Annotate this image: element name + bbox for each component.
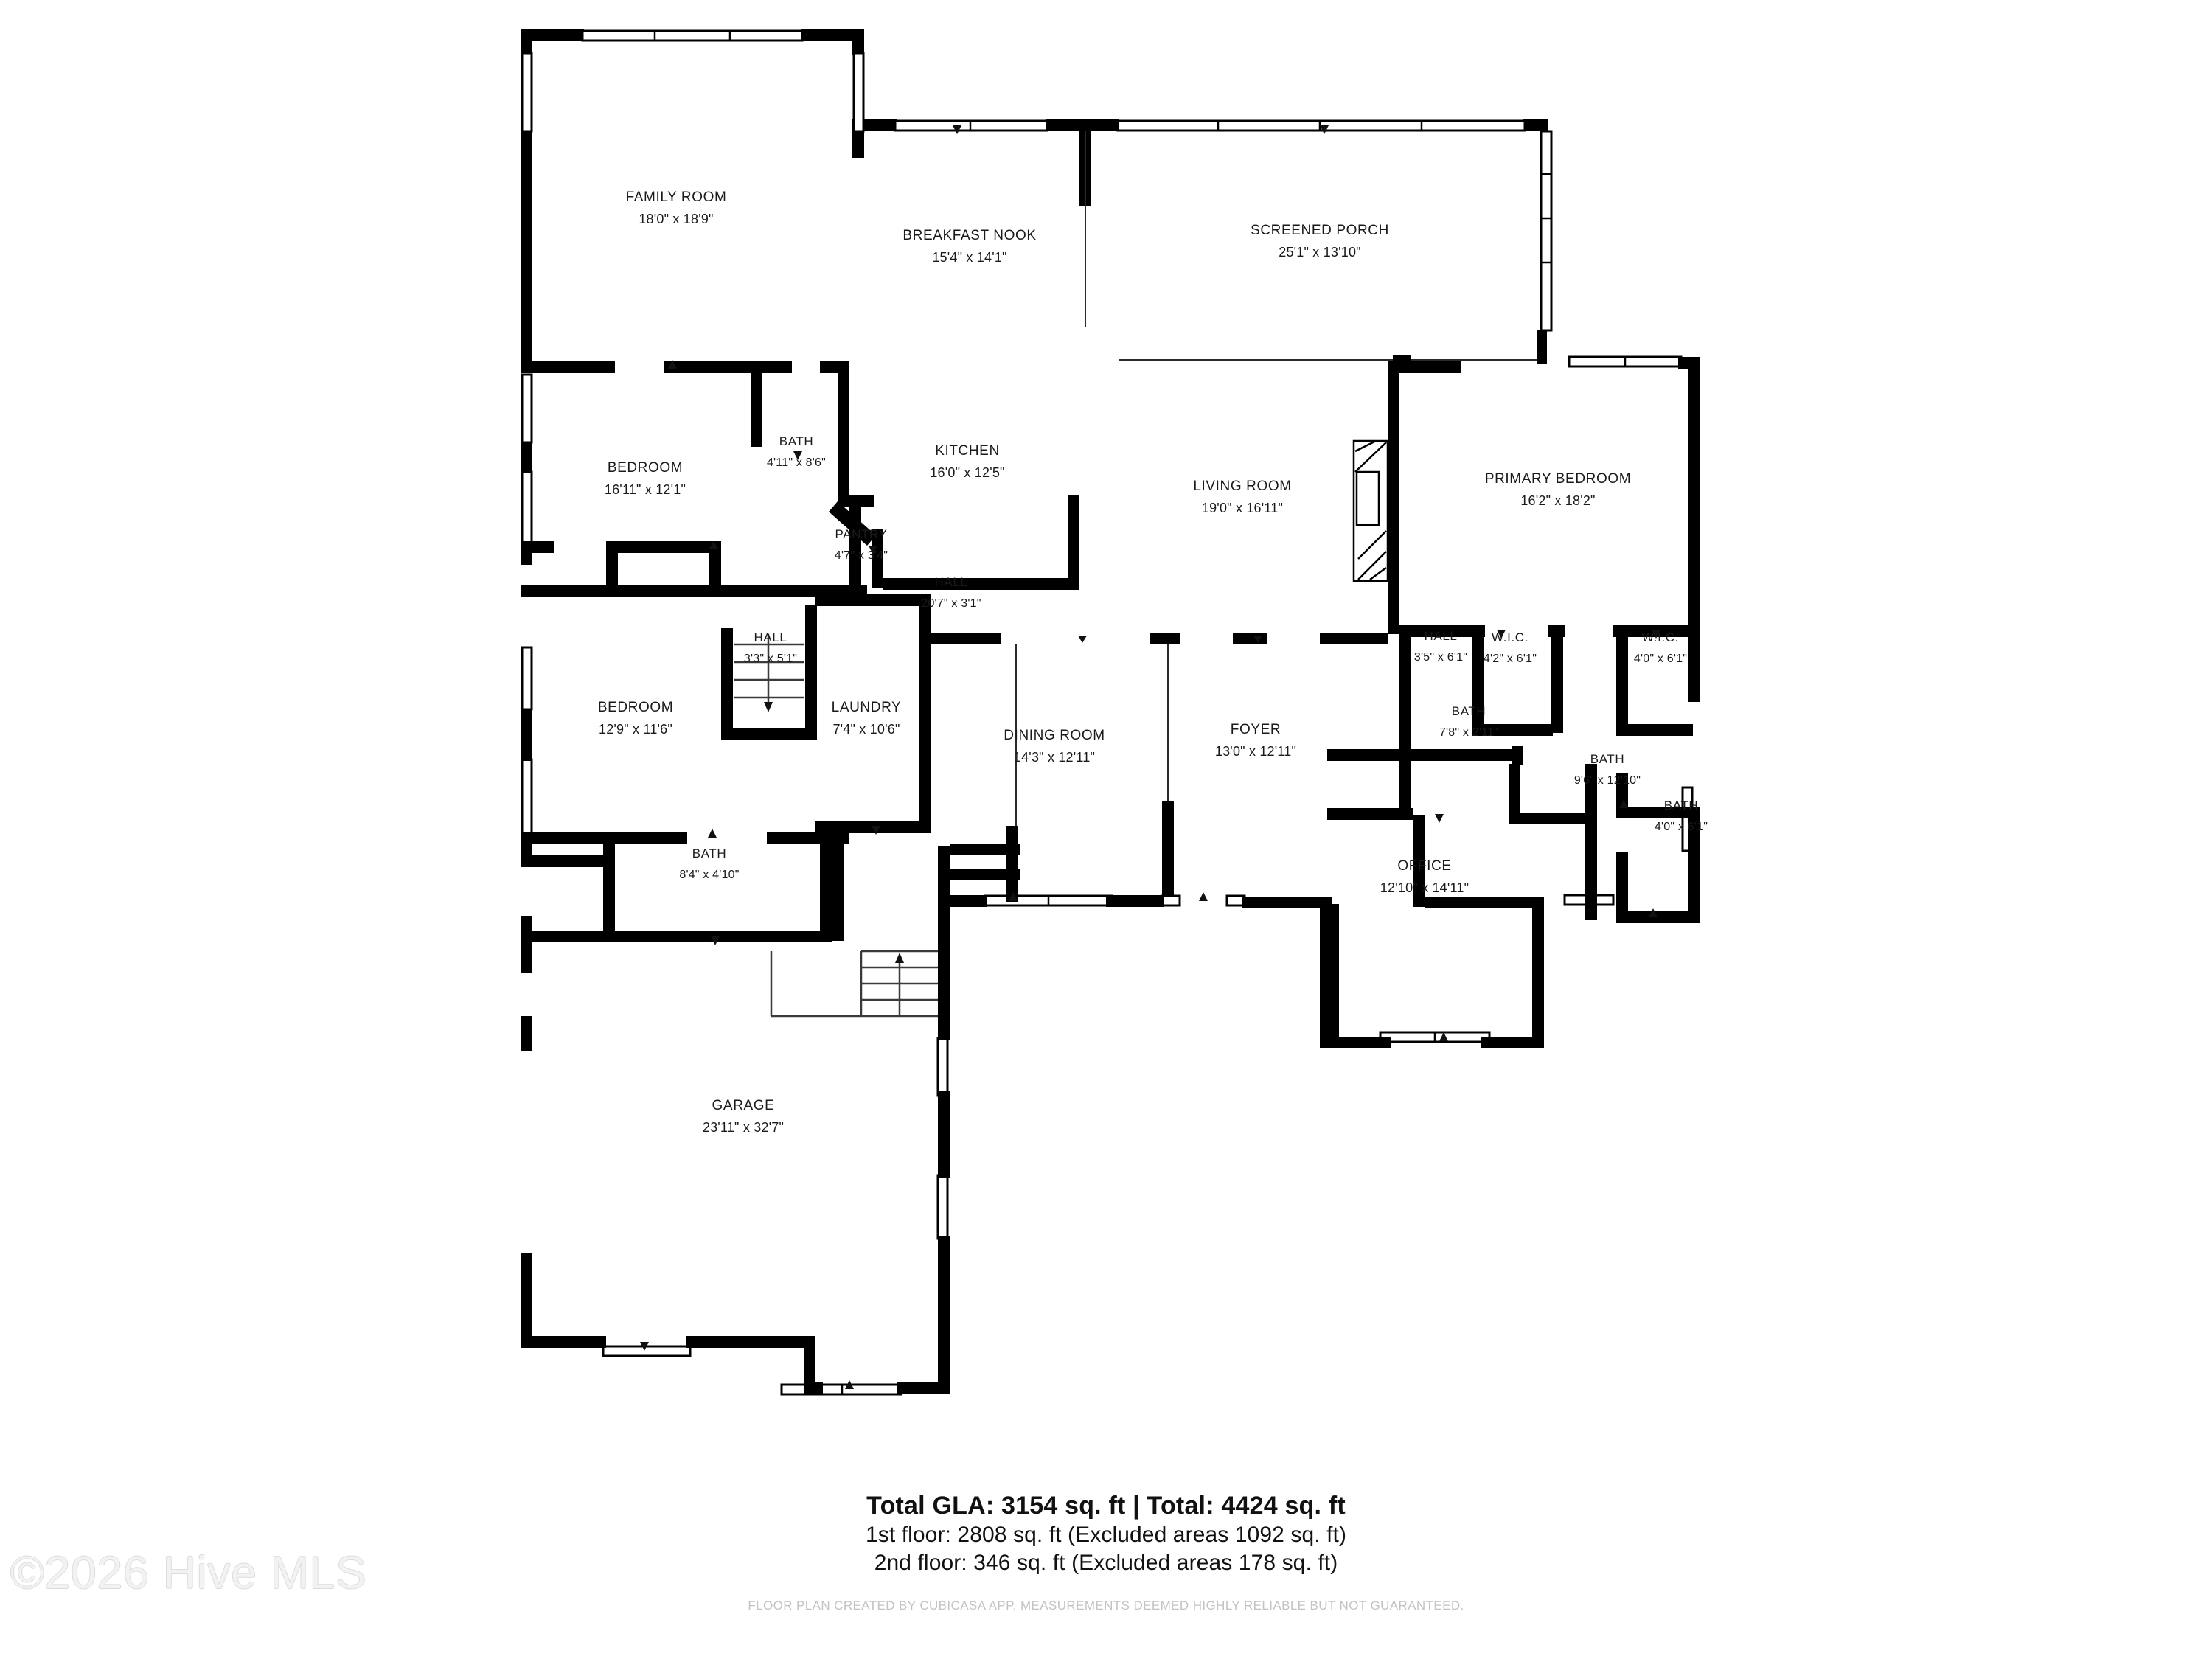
room-name: OFFICE <box>1397 858 1451 874</box>
room-label-kitchen: KITCHEN 16'0" x 12'5" <box>930 443 1004 480</box>
room-dimension: 7'4" x 10'6" <box>832 722 900 737</box>
room-dimension: 3'3" x 5'1" <box>744 653 797 665</box>
room-label-hall-primary: HALL 3'5" x 6'1" <box>1414 629 1467 664</box>
room-label-hall-stair: HALL 3'3" x 5'1" <box>744 630 797 665</box>
room-name: FOYER <box>1231 722 1281 737</box>
room-label-foyer: FOYER 13'0" x 12'11" <box>1215 722 1296 759</box>
room-name: PRIMARY BEDROOM <box>1485 471 1631 487</box>
room-label-wic-left: W.I.C. 4'2" x 6'1" <box>1484 630 1537 665</box>
room-label-dining-room: DINING ROOM 14'3" x 12'11" <box>1004 728 1105 765</box>
staircase-garage <box>770 950 938 1018</box>
room-label-laundry: LAUNDRY 7'4" x 10'6" <box>832 700 902 737</box>
room-name: W.I.C. <box>1492 630 1528 644</box>
room-label-bath-primary: BATH 9'6" x 12'10" <box>1574 752 1641 787</box>
room-dimension: 12'10" x 14'11" <box>1380 880 1469 895</box>
room-name: LAUNDRY <box>832 700 902 715</box>
room-name: BATH <box>1664 799 1698 813</box>
room-dimension: 9'6" x 12'10" <box>1574 774 1641 787</box>
room-dimension: 16'0" x 12'5" <box>930 465 1004 480</box>
room-dimension: 4'0" x 6'1" <box>1634 653 1687 665</box>
room-name: BATH <box>779 434 813 448</box>
room-name: BREAKFAST NOOK <box>902 228 1036 243</box>
fireplace-icon <box>1352 439 1389 582</box>
room-dimension: 15'4" x 14'1" <box>932 250 1006 265</box>
floor-plan-container: FAMILY ROOM 18'0" x 18'9" BREAKFAST NOOK… <box>521 29 1708 1396</box>
room-dimension: 4'0" x 6'1" <box>1655 821 1708 833</box>
window-group <box>521 29 1694 1396</box>
room-name: LIVING ROOM <box>1193 479 1291 494</box>
room-dimension: 4'2" x 6'1" <box>1484 653 1537 665</box>
room-label-bath-corner: BATH 4'0" x 6'1" <box>1655 799 1708 833</box>
room-name: DINING ROOM <box>1004 728 1105 743</box>
staircase-left <box>734 634 804 712</box>
room-name: SCREENED PORCH <box>1251 223 1389 238</box>
room-dimension: 3'5" x 6'1" <box>1414 651 1467 664</box>
area-summary: Total GLA: 3154 sq. ft | Total: 4424 sq.… <box>0 1491 2212 1576</box>
room-name: HALL <box>754 630 787 644</box>
room-dimension: 16'2" x 18'2" <box>1520 493 1595 508</box>
room-label-office: OFFICE 12'10" x 14'11" <box>1380 858 1469 895</box>
room-dimension: 23'11" x 32'7" <box>703 1120 784 1135</box>
room-dimension: 25'1" x 13'10" <box>1279 245 1361 260</box>
room-dimension: 7'8" x 2'11" <box>1439 726 1498 739</box>
second-floor-line: 2nd floor: 346 sq. ft (Excluded areas 17… <box>874 1550 1338 1575</box>
room-label-bath-hall: BATH 4'11" x 8'6" <box>767 434 826 469</box>
room-name: BATH <box>692 846 726 860</box>
room-label-primary-bedroom: PRIMARY BEDROOM 16'2" x 18'2" <box>1485 471 1631 508</box>
room-dimension: 12'9" x 11'6" <box>599 722 672 737</box>
room-dimension: 14'3" x 12'11" <box>1014 750 1095 765</box>
room-dimension: 19'0" x 16'11" <box>1202 501 1283 515</box>
room-label-bath-powder: BATH 7'8" x 2'11" <box>1439 704 1498 739</box>
room-name: KITCHEN <box>935 443 1000 459</box>
room-dimension: 8'4" x 4'10" <box>679 869 739 881</box>
room-dimension: 4'7" x 3'4" <box>835 549 888 562</box>
mls-watermark: ©2026 Hive MLS <box>10 1548 367 1599</box>
first-floor-line: 1st floor: 2808 sq. ft (Excluded areas 1… <box>865 1523 1347 1548</box>
room-name: HALL <box>1425 629 1458 643</box>
room-label-group: FAMILY ROOM 18'0" x 18'9" BREAKFAST NOOK… <box>598 189 1708 1135</box>
room-name: BEDROOM <box>598 700 673 715</box>
room-label-breakfast-nook: BREAKFAST NOOK 15'4" x 14'1" <box>902 228 1036 265</box>
room-label-bath-rear: BATH 8'4" x 4'10" <box>679 846 739 881</box>
room-label-hall-main: HALL 20'7" x 3'1" <box>921 575 981 610</box>
room-label-screened-porch: SCREENED PORCH 25'1" x 13'10" <box>1251 223 1389 260</box>
room-label-living-room: LIVING ROOM 19'0" x 16'11" <box>1193 479 1291 515</box>
disclaimer-text: FLOOR PLAN CREATED BY CUBICASA APP. MEAS… <box>748 1599 1464 1613</box>
room-label-family-room: FAMILY ROOM 18'0" x 18'9" <box>626 189 727 226</box>
room-dimension: 16'11" x 12'1" <box>605 482 686 497</box>
room-dimension: 4'11" x 8'6" <box>767 456 826 469</box>
room-name: BATH <box>1452 704 1486 718</box>
room-name: GARAGE <box>712 1098 775 1113</box>
room-label-bedroom-front: BEDROOM 16'11" x 12'1" <box>605 460 686 497</box>
room-label-wic-right: W.I.C. 4'0" x 6'1" <box>1634 630 1687 665</box>
room-name: HALL <box>935 575 968 589</box>
room-label-pantry: PANTRY 4'7" x 3'4" <box>835 527 888 562</box>
room-label-garage: GARAGE 23'11" x 32'7" <box>703 1098 784 1135</box>
floor-plan-drawing: FAMILY ROOM 18'0" x 18'9" BREAKFAST NOOK… <box>521 29 1708 1396</box>
room-name: PANTRY <box>835 527 888 541</box>
total-gla-line: Total GLA: 3154 sq. ft | Total: 4424 sq.… <box>866 1492 1346 1520</box>
room-name: BATH <box>1590 752 1624 766</box>
room-dimension: 20'7" x 3'1" <box>921 597 981 610</box>
room-name: BEDROOM <box>608 460 683 476</box>
room-dimension: 18'0" x 18'9" <box>639 212 713 226</box>
room-dimension: 13'0" x 12'11" <box>1215 744 1296 759</box>
screened-porch-walls <box>1085 130 1553 366</box>
door-marker-group <box>640 125 1660 1389</box>
room-label-bedroom-rear: BEDROOM 12'9" x 11'6" <box>598 700 673 737</box>
room-name: W.I.C. <box>1642 630 1679 644</box>
room-name: FAMILY ROOM <box>626 189 727 205</box>
